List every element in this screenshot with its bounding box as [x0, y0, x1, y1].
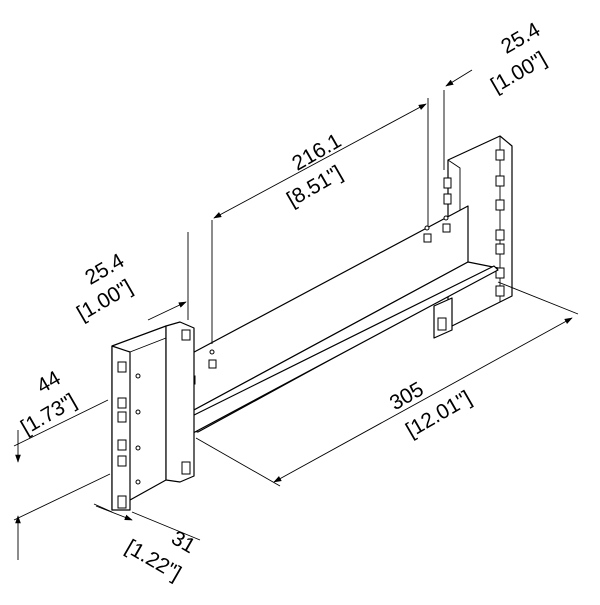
- rail-hole: [135, 445, 141, 451]
- rail-hole: [117, 495, 127, 509]
- front-mounting-rail: [111, 321, 195, 511]
- rail-hole: [117, 397, 127, 409]
- rail-hole: [117, 411, 127, 423]
- height-inch: [1.73"]: [17, 389, 80, 439]
- dimension-lines: [13, 69, 579, 560]
- rail-hole: [135, 373, 141, 379]
- shelf-hole: [209, 349, 215, 355]
- left-offset-inch: [1.00"]: [73, 275, 136, 325]
- rail-hole: [443, 193, 452, 205]
- rail-hole: [135, 479, 141, 485]
- rail-hole: [495, 285, 505, 297]
- rail-hole: [495, 149, 505, 161]
- rail-hole: [181, 461, 191, 475]
- rail-hole: [495, 175, 505, 187]
- rail-hole: [437, 317, 447, 331]
- rail-hole: [443, 177, 452, 189]
- shelf-hole: [442, 223, 451, 233]
- right-offset-inch: [1.00"]: [487, 47, 550, 97]
- shelf-hole: [424, 225, 430, 231]
- rail-hole: [117, 439, 127, 451]
- rail-hole: [135, 409, 141, 415]
- shelf-hole: [208, 359, 217, 369]
- rail-hole: [495, 267, 505, 279]
- rail-hole: [181, 329, 191, 341]
- depth-mm: 31: [167, 527, 199, 559]
- shelf-hole: [443, 215, 449, 221]
- rail-hole: [117, 361, 127, 373]
- rail-hole: [495, 229, 505, 241]
- height-mm: 44: [33, 366, 65, 398]
- rail-hole: [117, 455, 127, 467]
- hole-span-inch: [8.51"]: [283, 161, 346, 211]
- width-overall-mm: 305: [386, 378, 428, 415]
- rail-hole: [495, 199, 505, 211]
- rail-hole: [495, 243, 505, 255]
- shelf-hole: [423, 233, 432, 243]
